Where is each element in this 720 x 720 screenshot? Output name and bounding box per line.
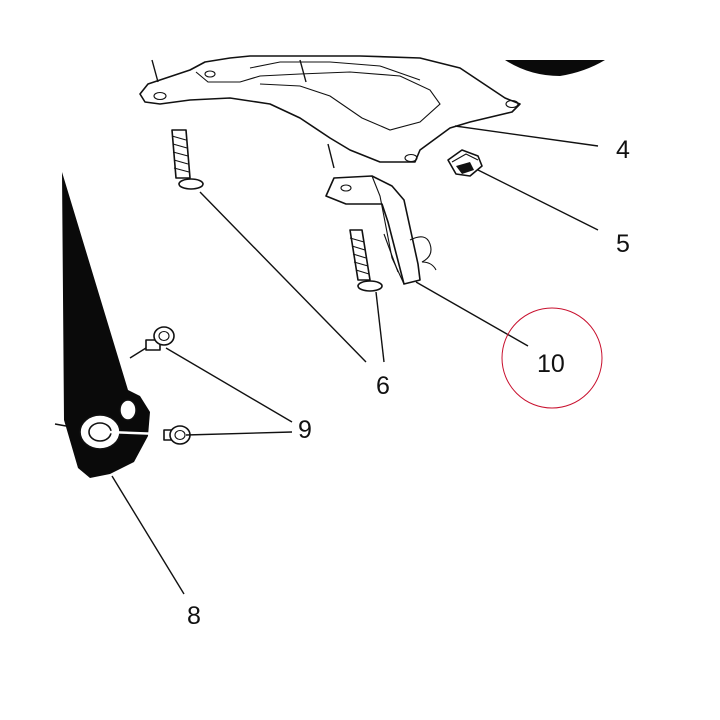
part-6-screw-right [349,229,383,292]
callout-label-10: 10 [537,350,565,378]
callout-label-8: 8 [187,602,201,630]
part-8-fork-leg [62,172,161,478]
callout-10-highlight [501,307,603,409]
upper-dark-component [505,60,605,76]
part-10-bracket-clip [325,175,437,285]
callout-label-4: 4 [616,136,630,164]
part-5-clip [447,149,483,177]
part-9-bolt-lower [163,425,191,445]
part-6-screw-left [171,129,204,190]
part-9-bolt-upper [145,326,175,351]
assembly-axes [54,59,335,427]
callout-label-6: 6 [376,372,390,400]
part-4-bracket [139,55,521,163]
callout-label-5: 5 [616,230,630,258]
callout-label-9: 9 [298,416,312,444]
leader-lines [111,125,599,595]
